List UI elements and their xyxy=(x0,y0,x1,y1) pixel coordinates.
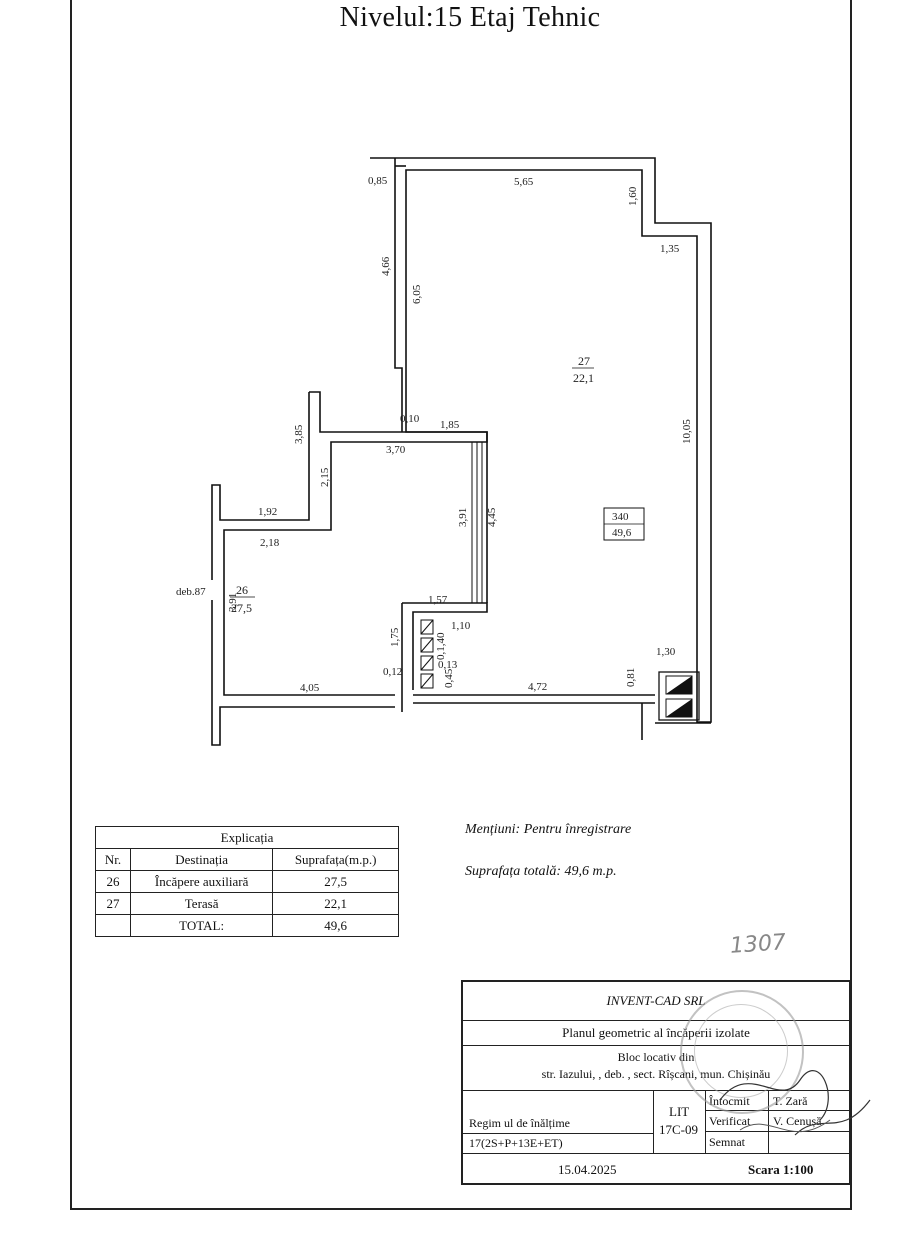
wall-shaft xyxy=(402,602,488,690)
total-area-note: Suprafața totală: 49,6 m.p. xyxy=(465,864,617,879)
wall-room26-left xyxy=(211,600,395,746)
dim-text: 3,85 xyxy=(293,424,305,444)
table-row: 26 Încăpere auxiliară 27,5 xyxy=(94,870,399,893)
lit-value: 17C-09 xyxy=(659,1122,698,1137)
dim-text: 5,65 xyxy=(514,176,534,188)
total-label: TOTAL: xyxy=(130,914,274,937)
table-title: Explicația xyxy=(95,826,399,849)
dim-text: 1,75 xyxy=(389,627,401,647)
page-title: Nivelul:15 Etaj Tehnic xyxy=(339,2,601,33)
page-frame xyxy=(70,0,852,1210)
dim-text: 3,91 xyxy=(227,593,239,612)
date-text: 15.04.2025 xyxy=(558,1162,617,1177)
ventilation-shafts xyxy=(420,619,434,689)
wall-room26-outer xyxy=(211,392,310,580)
dim-text: 6,05 xyxy=(411,284,423,304)
company-seal xyxy=(680,990,804,1114)
dim-text: 2,18 xyxy=(260,537,280,549)
duct-symbols xyxy=(665,675,693,718)
dim-text: 0,81 xyxy=(625,668,637,687)
dim-text: 4,05 xyxy=(300,682,320,694)
regim-value: 17(2S+P+13E+ET) xyxy=(469,1136,563,1150)
table-total-row: TOTAL: 49,6 xyxy=(94,914,399,937)
total-box-area: 49,6 xyxy=(612,527,632,539)
total-box-code: 340 xyxy=(612,511,629,523)
dim-text: 0,1,40 xyxy=(435,632,447,660)
room26-number: 26 xyxy=(236,583,248,597)
bloc-label: Bloc locativ din xyxy=(617,1050,695,1064)
header-suprafata: Suprafața(m.p.) xyxy=(272,848,399,871)
row-nr: 26 xyxy=(94,870,132,893)
semnat-label: Semnat xyxy=(709,1135,745,1149)
dim-text: 1,57 xyxy=(428,594,448,606)
scale-text: Scara 1:100 xyxy=(748,1162,814,1177)
row-nr: 27 xyxy=(94,892,132,915)
dim-text: 0,12 xyxy=(383,666,402,678)
dim-text: 1,35 xyxy=(660,243,680,255)
header-destinatia: Destinația xyxy=(130,848,274,871)
dim-text: 1,30 xyxy=(656,646,676,658)
row-destination: Încăpere auxiliară xyxy=(130,870,274,893)
total-value: 49,6 xyxy=(272,914,399,937)
dim-text: 4,72 xyxy=(528,681,547,693)
header-nr: Nr. xyxy=(94,848,132,871)
company-seal-inner xyxy=(694,1004,788,1098)
table-row: 27 Terasă 22,1 xyxy=(94,892,399,915)
dim-text: 1,10 xyxy=(451,620,471,632)
dim-text: 3,91 xyxy=(457,508,469,527)
floor-plan: 0,85 5,65 1,60 1,35 4,66 6,05 0,10 1,85 … xyxy=(176,157,712,746)
regim-label: Regim ul de înălțime xyxy=(469,1116,570,1130)
explanation-table: Explicația Nr. Destinația Suprafața(m.p.… xyxy=(94,826,399,937)
row-destination: Terasă xyxy=(130,892,274,915)
dim-text: 3,70 xyxy=(386,444,406,456)
dim-text: 0,45 xyxy=(443,668,455,688)
dim-text: 0,10 xyxy=(400,413,420,425)
verificat-value: V. Cenușă xyxy=(773,1114,822,1128)
signature xyxy=(719,1070,871,1136)
company-name: INVENT-CAD SRL xyxy=(463,982,849,1021)
dim-text: 1,60 xyxy=(627,186,639,206)
room26-area: 27,5 xyxy=(231,601,252,615)
handwritten-number: 1307 xyxy=(729,930,787,959)
dim-text: deb.87 xyxy=(176,586,206,598)
dim-text: 10,05 xyxy=(681,419,693,444)
dim-text: 1,92 xyxy=(258,506,277,518)
room27-number: 27 xyxy=(578,354,590,368)
dim-text: 0,13 xyxy=(438,659,458,671)
dim-text: 1,85 xyxy=(440,419,460,431)
wall-room27-inner xyxy=(394,158,403,432)
dim-text: 4,66 xyxy=(380,256,392,276)
row-area: 27,5 xyxy=(272,870,399,893)
row-area: 22,1 xyxy=(272,892,399,915)
table-header-row: Nr. Destinația Suprafața(m.p.) xyxy=(94,848,399,871)
verificat-label: Verificat xyxy=(709,1114,751,1128)
mentions-note: Mențiuni: Pentru înregistrare xyxy=(465,822,632,837)
room27-area: 22,1 xyxy=(573,371,594,385)
dim-text: 4,45 xyxy=(486,507,498,527)
dim-text: 0,85 xyxy=(368,175,388,187)
lit-label: LIT xyxy=(669,1104,690,1119)
wall-room26 xyxy=(223,391,488,696)
dim-text: 2,15 xyxy=(319,467,331,487)
